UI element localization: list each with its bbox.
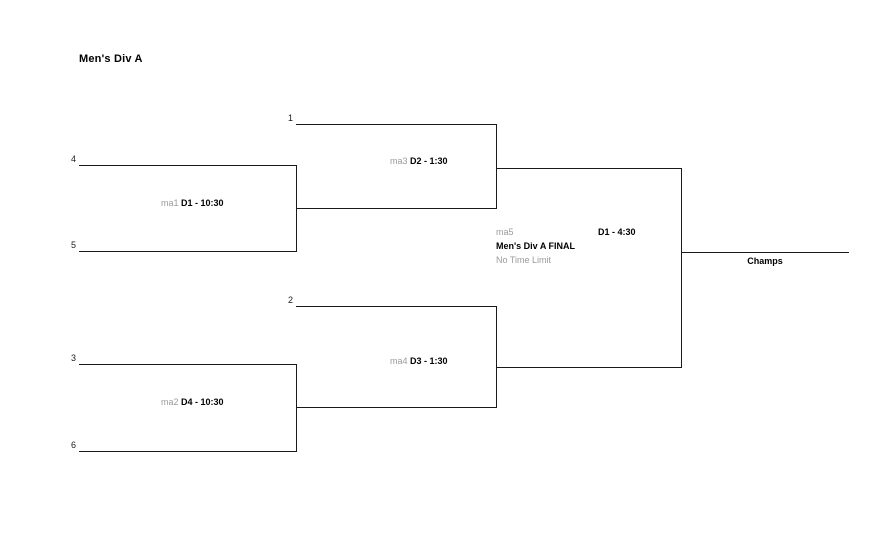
seed-4: 4: [70, 154, 76, 164]
match-ma3-code: ma3: [390, 156, 408, 166]
match-ma3[interactable]: ma3 D2 - 1:30: [390, 155, 448, 168]
bracket-line-champion: [681, 252, 849, 253]
seed-2: 2: [287, 295, 293, 305]
bracket-line-seed-3: [79, 364, 297, 365]
match-ma4-code: ma4: [390, 356, 408, 366]
match-ma1-field-time: D1 - 10:30: [181, 198, 224, 208]
match-ma4-field-time: D3 - 1:30: [410, 356, 448, 366]
match-ma4[interactable]: ma4 D3 - 1:30: [390, 355, 448, 368]
match-final-header: ma5 D1 - 4:30: [496, 225, 636, 239]
match-final[interactable]: ma5 D1 - 4:30 Men's Div A FINAL No Time …: [496, 225, 636, 267]
match-final-note: No Time Limit: [496, 255, 552, 265]
bracket-line-seed-2: [296, 306, 497, 307]
bracket-line-ma1-winner: [296, 208, 497, 209]
bracket-line-seed-4: [79, 165, 297, 166]
match-ma3-field-time: D2 - 1:30: [410, 156, 448, 166]
champion-label: Champs: [747, 256, 783, 266]
match-final-field-time: D1 - 4:30: [598, 227, 636, 237]
bracket-connector-ma4: [496, 306, 497, 408]
bracket-line-seed-6: [79, 451, 297, 452]
match-ma1[interactable]: ma1 D1 - 10:30: [161, 197, 224, 210]
match-ma2-code: ma2: [161, 397, 179, 407]
bracket-line-seed-1: [296, 124, 497, 125]
match-ma1-code: ma1: [161, 198, 179, 208]
seed-3: 3: [70, 353, 76, 363]
bracket-connector-ma3: [496, 124, 497, 209]
match-final-code: ma5: [496, 227, 514, 237]
seed-5: 5: [70, 240, 76, 250]
bracket-line-ma2-winner: [296, 407, 497, 408]
page-title: Men's Div A: [79, 53, 143, 65]
seed-1: 1: [287, 113, 293, 123]
bracket-line-ma4-winner: [496, 367, 682, 368]
bracket-connector-ma2: [296, 364, 297, 452]
bracket-line-ma3-winner: [496, 168, 682, 169]
match-final-name: Men's Div A FINAL: [496, 241, 575, 251]
match-ma2[interactable]: ma2 D4 - 10:30: [161, 396, 224, 409]
match-ma2-field-time: D4 - 10:30: [181, 397, 224, 407]
bracket-line-seed-5: [79, 251, 297, 252]
seed-6: 6: [70, 440, 76, 450]
bracket-connector-final: [681, 168, 682, 368]
